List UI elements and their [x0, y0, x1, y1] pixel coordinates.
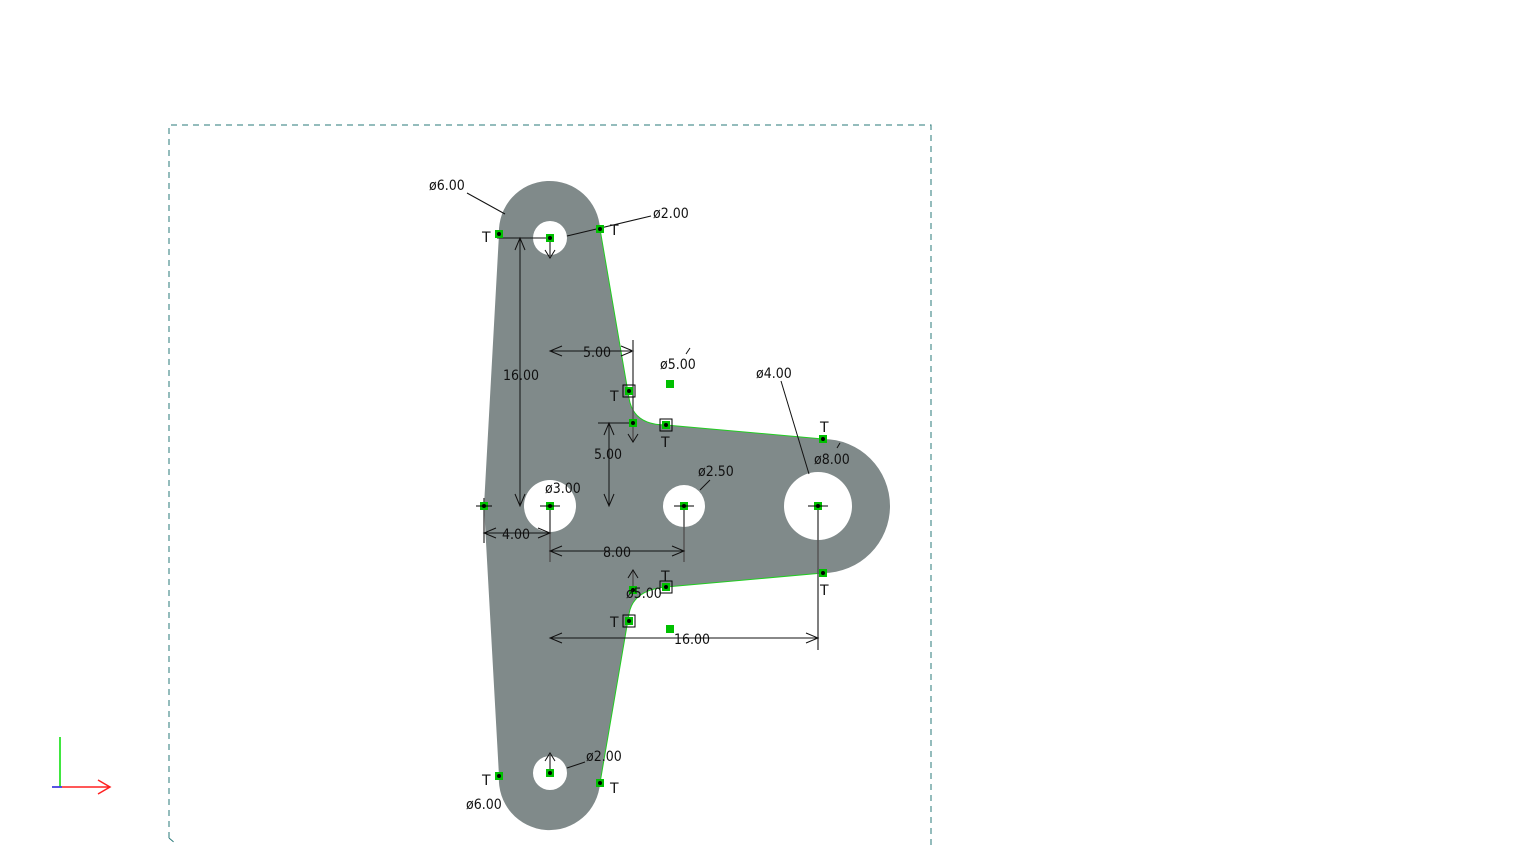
dim-right-hole-diameter[interactable]: ø4.00: [756, 366, 792, 382]
dim-vertical-5[interactable]: 5.00: [594, 447, 622, 463]
dim-top-boss-diameter[interactable]: ø6.00: [429, 178, 465, 194]
dim-horizontal-16[interactable]: 16.00: [674, 632, 710, 648]
tangent-constraint[interactable]: T: [660, 435, 670, 451]
dim-top-hole-diameter[interactable]: ø2.00: [653, 206, 689, 222]
tangent-constraints[interactable]: T T T T T T T T T T: [481, 223, 829, 797]
dim-mid-hole-diameter[interactable]: ø2.50: [698, 464, 734, 480]
dim-bottom-boss-diameter[interactable]: ø6.00: [466, 797, 502, 813]
sketch-points[interactable]: [476, 225, 828, 787]
dim-vertical-16[interactable]: 16.00: [503, 368, 539, 384]
tangent-constraint[interactable]: T: [481, 230, 491, 246]
dim-right-boss-diameter[interactable]: ø8.00: [814, 452, 850, 468]
dim-upper-fillet-diameter[interactable]: ø5.00: [660, 357, 696, 373]
dim-bottom-hole-diameter[interactable]: ø2.00: [586, 749, 622, 765]
tangent-constraint[interactable]: T: [609, 389, 619, 405]
sketch-frame: [168, 124, 932, 848]
dim-lower-fillet-diameter[interactable]: ø5.00: [626, 586, 662, 602]
dim-left-hole-diameter[interactable]: ø3.00: [545, 481, 581, 497]
part-profile[interactable]: [484, 180, 890, 831]
tangent-constraint[interactable]: T: [660, 569, 670, 585]
dim-horizontal-4[interactable]: 4.00: [502, 527, 530, 543]
tangent-constraint[interactable]: T: [609, 781, 619, 797]
dim-horizontal-8[interactable]: 8.00: [603, 545, 631, 561]
axis-triad-icon: [52, 737, 112, 795]
dimension-texts[interactable]: ø6.00 ø2.00 ø5.00 ø4.00 ø8.00 ø3.00 ø2.5…: [429, 178, 850, 813]
tangent-constraint[interactable]: T: [819, 583, 829, 599]
tangent-constraint[interactable]: T: [609, 615, 619, 631]
tangent-constraint[interactable]: T: [819, 420, 829, 436]
tangent-constraint[interactable]: T: [481, 773, 491, 789]
tangent-constraint[interactable]: T: [609, 223, 619, 239]
dim-horizontal-5[interactable]: 5.00: [583, 345, 611, 361]
